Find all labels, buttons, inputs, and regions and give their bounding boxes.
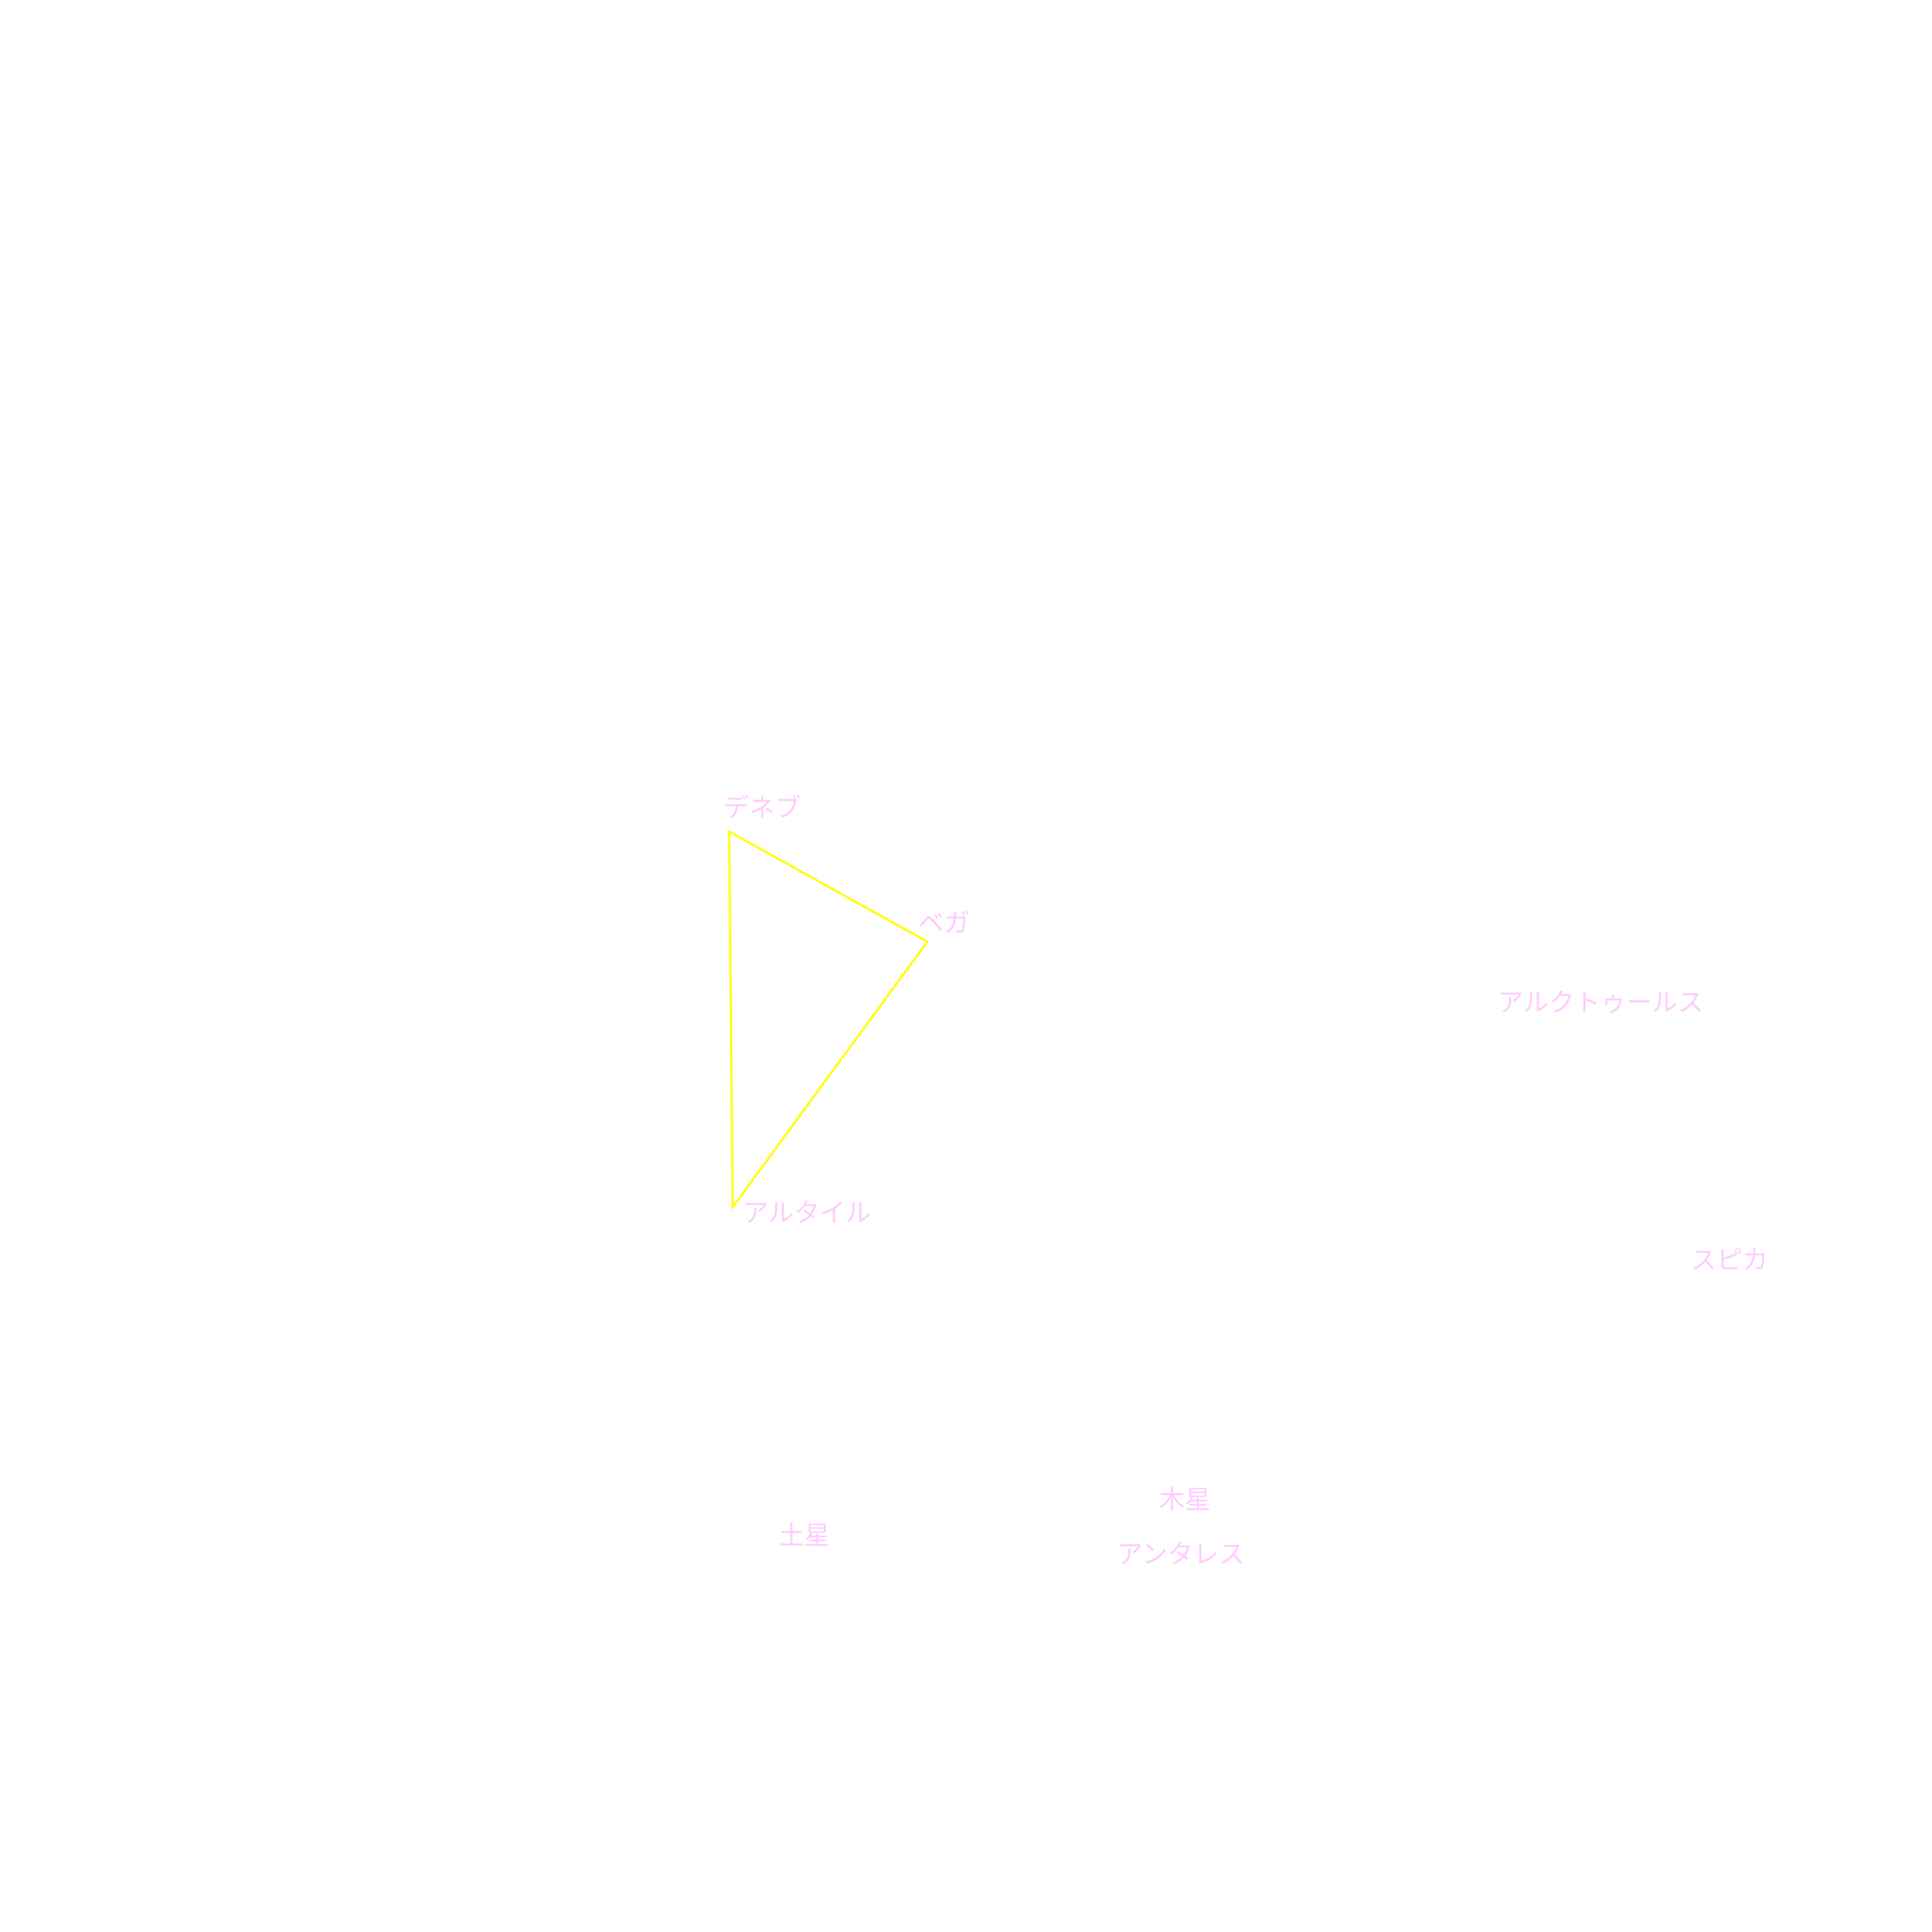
label-jupiter: 木星 (1159, 1485, 1211, 1515)
label-deneb: デネブ (723, 794, 801, 823)
label-arcturus: アルクトゥールス (1498, 988, 1704, 1018)
label-spica: スピカ (1691, 1246, 1768, 1275)
label-antares: アンタレス (1117, 1540, 1245, 1569)
label-vega: ベガ (918, 909, 970, 938)
label-altair: アルタイル (743, 1199, 872, 1228)
summer-triangle (728, 829, 930, 1211)
label-saturn: 土星 (779, 1521, 830, 1551)
